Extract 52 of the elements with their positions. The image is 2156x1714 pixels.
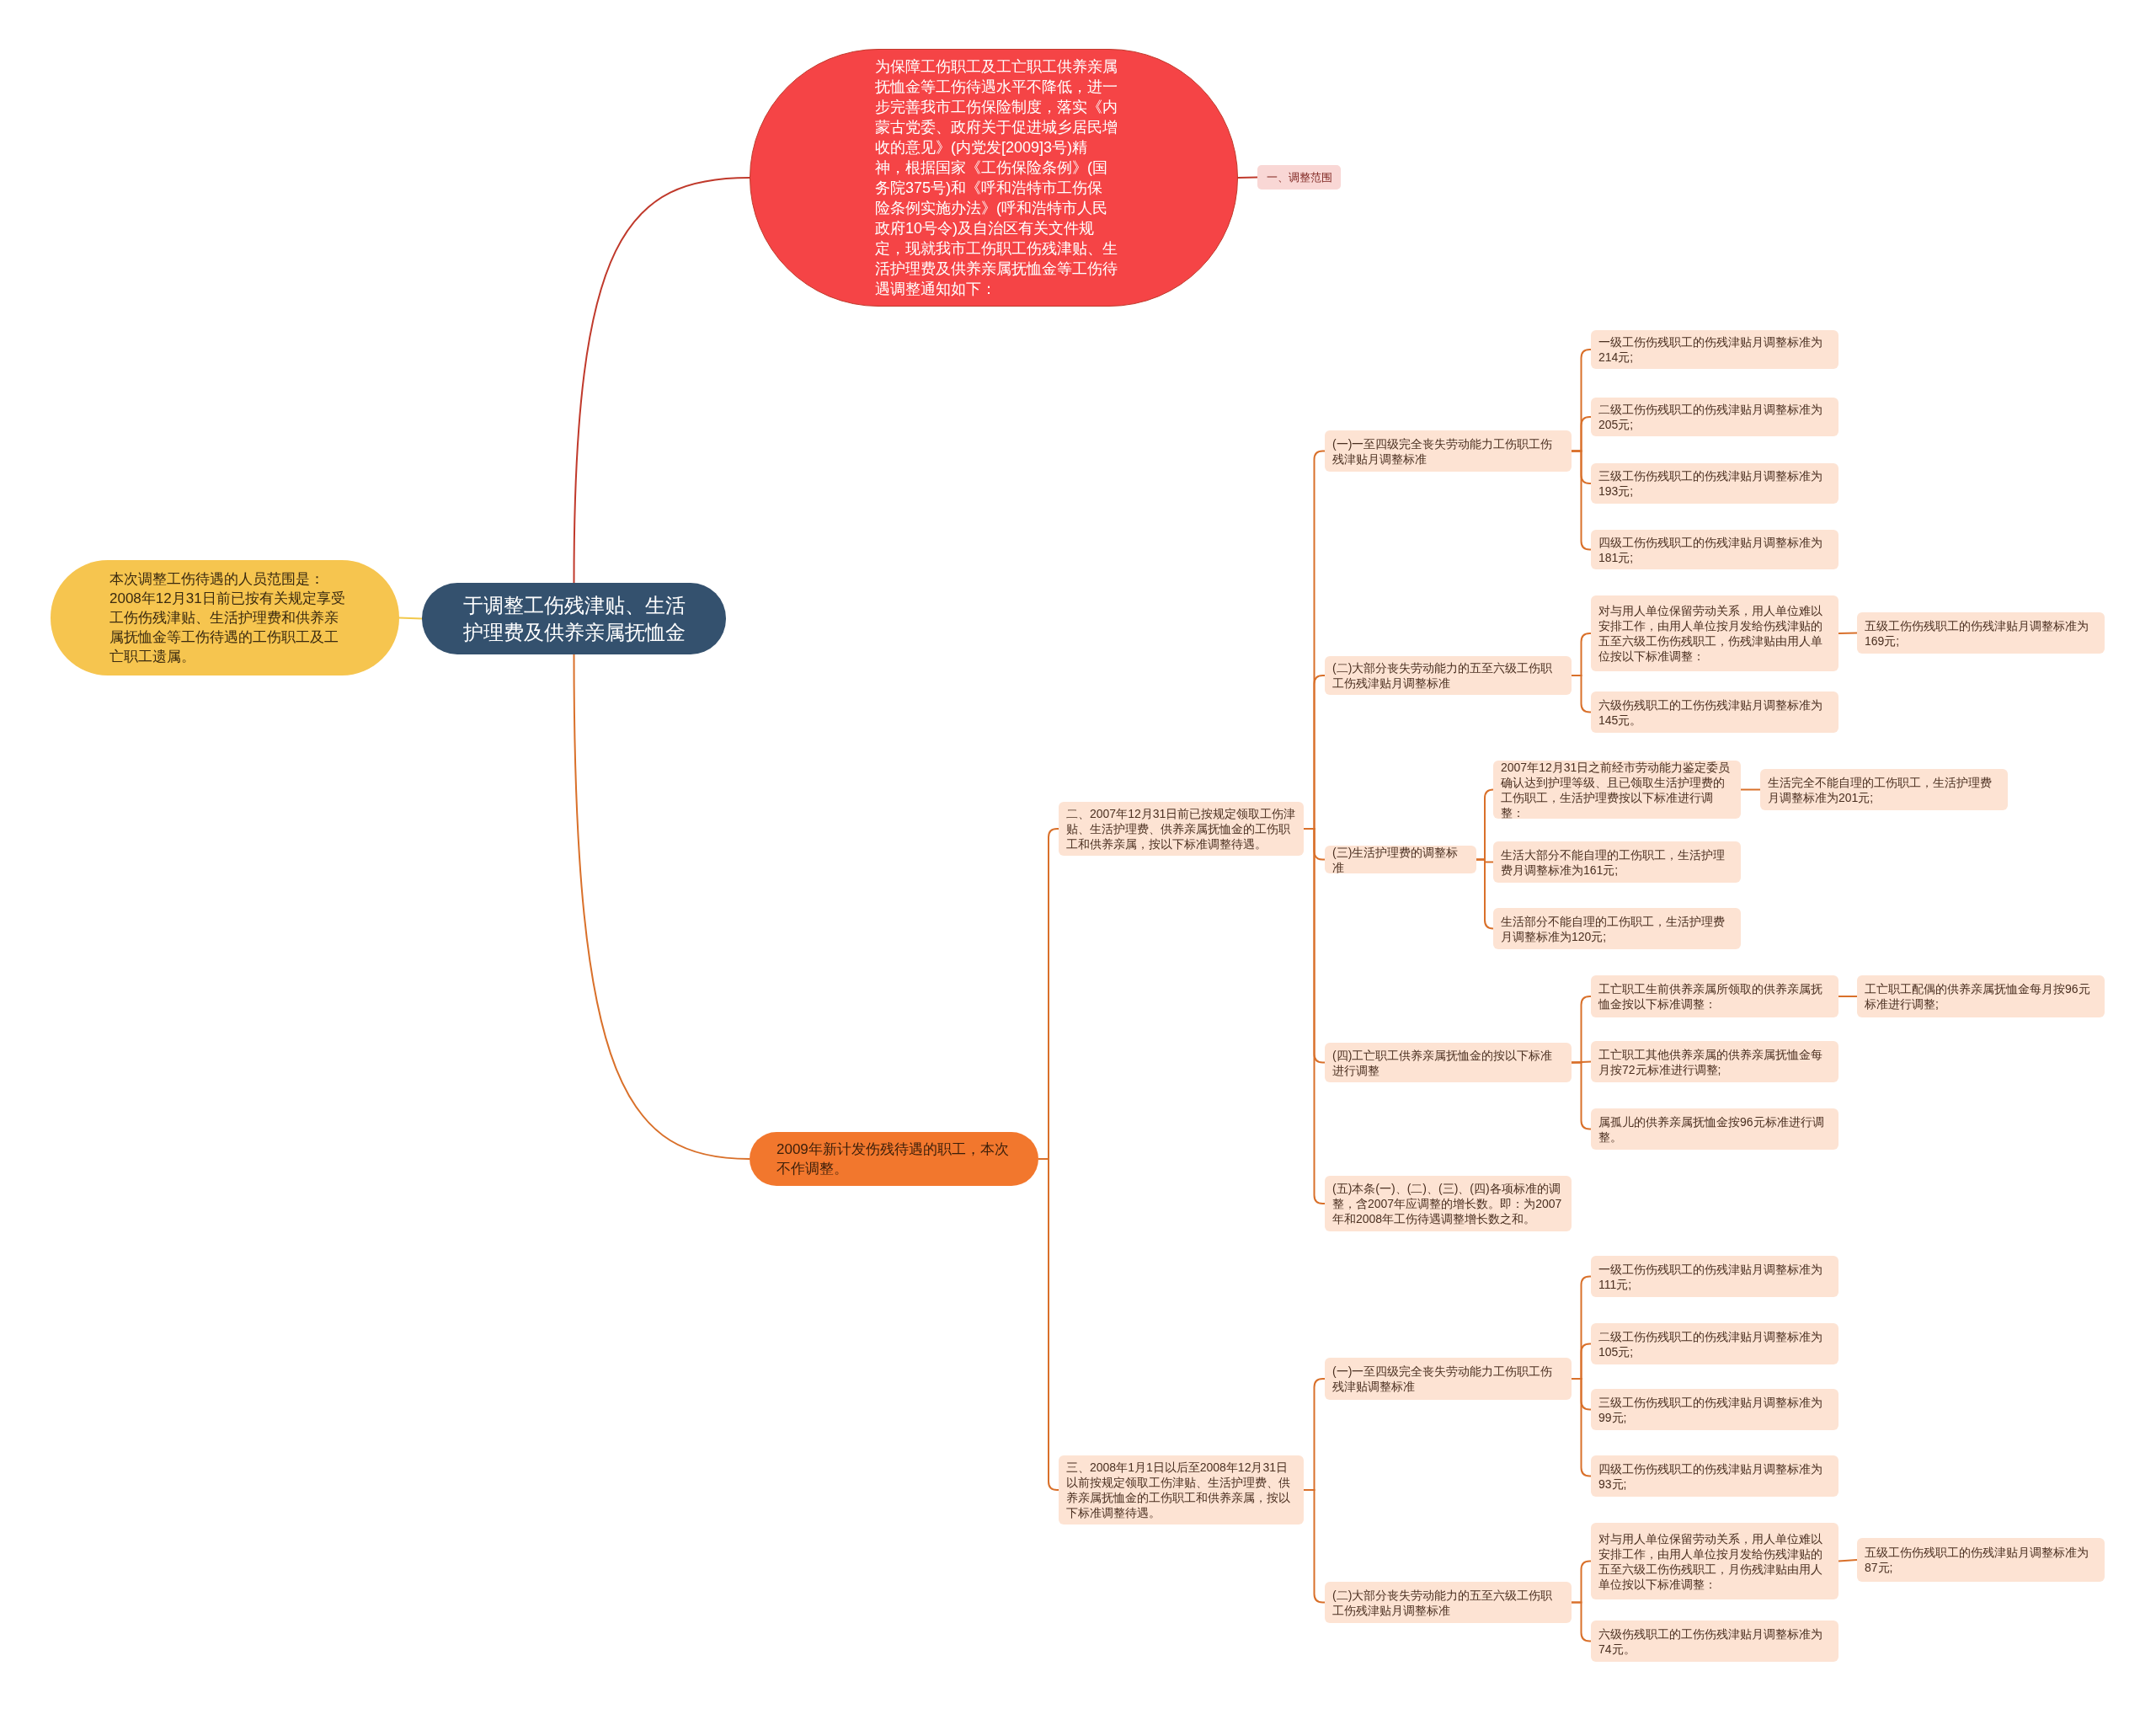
connector-line [1476,858,1494,930]
connector-line [1571,1061,1592,1130]
topic-box: 对与用人单位保留劳动关系，用人单位难以安排工作，由用人单位按月发给伤残津贴的五至六级工伤伤残职工，月伤残津贴由用人单位按以下标准调整： [1591,1523,1838,1599]
connector-line [573,654,750,1160]
topic-box: 一级工伤伤残职工的伤残津贴月调整标准为214元; [1591,330,1838,369]
topic-box: 四级工伤伤残职工的伤残津贴月调整标准为93元; [1591,1455,1838,1497]
topic-box: 二、2007年12月31日前已按规定领取工伤津贴、生活护理费、供养亲属抚恤金的工伤职工和供养亲属，按以下标准调整待遇。 [1059,802,1304,856]
connector-line [1571,1601,1592,1642]
topic-box: 工亡职工配偶的供养亲属抚恤金每月按96元标准进行调整; [1857,975,2105,1017]
connector-line [398,617,423,620]
topic-box: 三、2008年1月1日以后至2008年12月31日以前按规定领取工伤津贴、生活护理费、供养亲属抚恤金的工伤职工和供养亲属，按以下标准调整待遇。 [1059,1455,1304,1524]
topic-box: (一)一至四级完全丧失劳动能力工伤职工伤残津贴月调整标准 [1325,430,1572,472]
topic-box: 三级工伤伤残职工的伤残津贴月调整标准为99元; [1591,1389,1838,1430]
topic-box: 工亡职工其他供养亲属的供养亲属抚恤金每月按72元标准进行调整; [1591,1041,1838,1082]
topic-box: (二)大部分丧失劳动能力的五至六级工伤职工伤残津贴月调整标准 [1325,656,1572,695]
topic-pill: 2009年新计发伤残待遇的职工，本次不作调整。 [750,1132,1038,1186]
topic-box: (五)本条(一)、(二)、(三)、(四)各项标准的调整，含2007年应调整的增长数。即：为2007年和2008年工伤待遇调整增长数之和。 [1325,1176,1572,1231]
topic-box: 一级工伤伤残职工的伤残津贴月调整标准为111元; [1591,1256,1838,1297]
topic-box: 生活完全不能自理的工伤职工，生活护理费月调整标准为201元; [1760,769,2008,810]
connector-line [1571,675,1592,713]
topic-box: 四级工伤伤残职工的伤残津贴月调整标准为181元; [1591,530,1838,569]
connector-line [1571,450,1592,551]
connector-line [1571,1060,1592,1064]
topic-box: 二级工伤伤残职工的伤残津贴月调整标准为105元; [1591,1323,1838,1364]
topic-box: 二级工伤伤残职工的伤残津贴月调整标准为205元; [1591,398,1838,436]
connector-line [573,177,750,584]
topic-box: 对与用人单位保留劳动关系，用人单位难以安排工作，由用人单位按月发给伤残津贴的五至六级工伤伤残职工，伤残津贴由用人单位按以下标准调整： [1591,595,1838,671]
topic-pill: 为保障工伤职工及工亡职工供养亲属抚恤金等工伤待遇水平不降低，进一步完善我市工伤保险制度，落实《内蒙古党委、政府关于促进城乡居民增收的意见》(内党发[2009]3号)精神，根据国家《工伤保险条例》(国务院375号)和《呼和浩特市工伤保险条例实施办法》(呼和浩特市人民政府10号令)及自治区有关文件规定，现就我市工伤职工伤残津贴、生活护理费及供养亲属抚恤金等工伤待遇调整通知如下： [750,49,1238,307]
topic-box: 工亡职工生前供养亲属所领取的供养亲属抚恤金按以下标准调整： [1591,975,1838,1017]
topic-label: 一、调整范围 [1257,165,1341,190]
topic-box: (三)生活护理费的调整标准 [1325,846,1476,873]
topic-box: 五级工伤伤残职工的伤残津贴月调整标准为169元; [1857,612,2105,654]
connector-line [1838,996,1858,997]
connector-line [1740,788,1761,791]
topic-box: (二)大部分丧失劳动能力的五至六级工伤职工伤残津贴月调整标准 [1325,1582,1572,1623]
topic-pill: 本次调整工伤待遇的人员范围是：2008年12月31日前已按有关规定享受工伤伤残津贴、生活护理费和供养亲属抚恤金等工伤待遇的工伤职工及工亡职工遗属。 [51,560,399,675]
connector-line [1571,1378,1592,1477]
topic-box: 六级伤残职工的工伤伤残津贴月调整标准为145元。 [1591,691,1838,733]
topic-box: 生活大部分不能自理的工伤职工，生活护理费月调整标准为161元; [1493,841,1741,883]
topic-box: 六级伤残职工的工伤伤残津贴月调整标准为74元。 [1591,1621,1838,1662]
topic-box: 三级工伤伤残职工的伤残津贴月调整标准为193元; [1591,463,1838,504]
connector-line [1237,176,1258,179]
connector-line [1838,632,1858,634]
topic-box: 生活部分不能自理的工伤职工，生活护理费月调整标准为120元; [1493,908,1741,949]
connector-line [1838,1559,1858,1562]
connector-line [1303,1489,1326,1604]
topic-box: 属孤儿的供养亲属抚恤金按96元标准进行调整。 [1591,1108,1838,1150]
central-topic: 于调整工伤残津贴、生活护理费及供养亲属抚恤金 [422,583,726,654]
topic-box: (一)一至四级完全丧失劳动能力工伤职工伤残津贴调整标准 [1325,1358,1572,1400]
topic-box: (四)工亡职工供养亲属抚恤金的按以下标准进行调整 [1325,1043,1572,1082]
topic-box: 五级工伤伤残职工的伤残津贴月调整标准为87元; [1857,1538,2105,1582]
topic-box: 2007年12月31日之前经市劳动能力鉴定委员确认达到护理等级、且已领取生活护理费的工伤职工，生活护理费按以下标准进行调整： [1493,761,1741,819]
